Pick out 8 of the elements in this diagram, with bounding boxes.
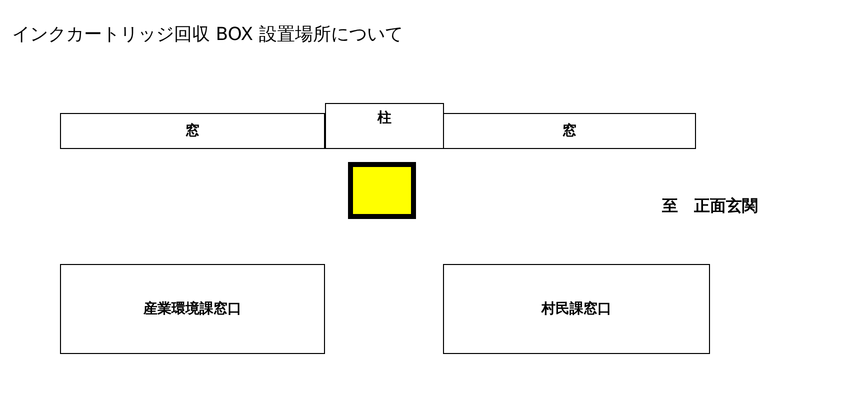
collection-box	[348, 162, 416, 219]
window-box: 窓	[60, 113, 325, 149]
page-title: インクカートリッジ回収 BOX 設置場所について	[12, 23, 403, 46]
direction-label: 至 正面玄関	[662, 196, 758, 217]
pillar-box: 柱	[325, 103, 444, 149]
window-box: 窓	[443, 113, 696, 149]
counter-box: 村民課窓口	[443, 264, 710, 354]
counter-box: 産業環境課窓口	[60, 264, 325, 354]
